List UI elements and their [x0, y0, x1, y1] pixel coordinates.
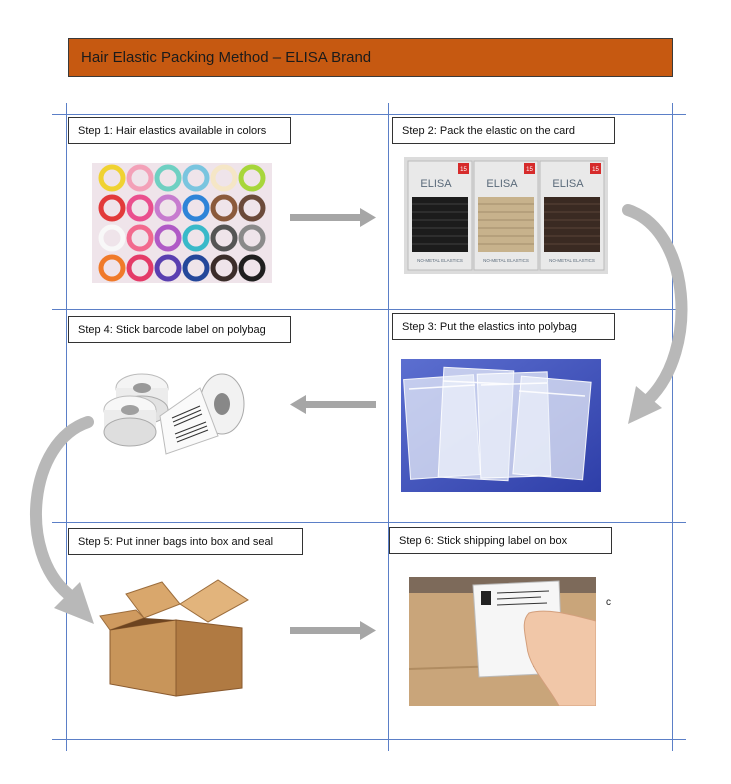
step-2-label: Step 2: Pack the elastic on the card	[392, 117, 615, 144]
card-caption-text: NO-METAL ELASTICS	[483, 258, 529, 263]
card-badge-text: 15	[592, 167, 599, 173]
card-caption-text: NO-METAL ELASTICS	[417, 258, 463, 263]
grid-line	[52, 114, 686, 115]
step-6-label: Step 6: Stick shipping label on box	[389, 527, 612, 554]
grid-line	[388, 103, 389, 751]
step-1-label: Step 1: Hair elastics available in color…	[68, 117, 291, 144]
barcode-label-rolls-photo	[100, 366, 250, 456]
grid-line	[672, 103, 673, 751]
curved-arrow-step4-to-step5	[29, 416, 94, 624]
curved-arrow-step2-to-step3	[622, 204, 688, 424]
polybags-photo	[401, 359, 601, 492]
card-brand-text: ELISA	[420, 178, 452, 190]
shipping-label-photo	[409, 577, 596, 706]
step-5-label: Step 5: Put inner bags into box and seal	[68, 528, 303, 555]
step-4-label: Step 4: Stick barcode label on polybag	[68, 316, 291, 343]
cardboard-box-photo	[96, 572, 256, 702]
step-3-label: Step 3: Put the elastics into polybag	[392, 313, 615, 340]
grid-line	[52, 739, 686, 740]
card-caption-text: NO-METAL ELASTICS	[549, 258, 595, 263]
arrow-step5-to-step6	[290, 621, 376, 640]
arrow-step3-to-step4	[290, 395, 376, 414]
hair-elastics-photo	[92, 163, 272, 283]
grid-line	[52, 522, 686, 523]
card-badge-text: 15	[460, 167, 467, 173]
arrow-step1-to-step2	[290, 208, 376, 227]
card-brand-text: ELISA	[486, 178, 518, 190]
stray-character: c	[606, 597, 611, 608]
grid-line	[52, 309, 686, 310]
card-brand-text: ELISA	[552, 178, 584, 190]
elastic-cards-photo: ELISA ELISA ELISA NO-METAL ELASTICS NO-M…	[404, 157, 608, 274]
page-title: Hair Elastic Packing Method – ELISA Bran…	[68, 38, 673, 77]
card-badge-text: 15	[526, 167, 533, 173]
